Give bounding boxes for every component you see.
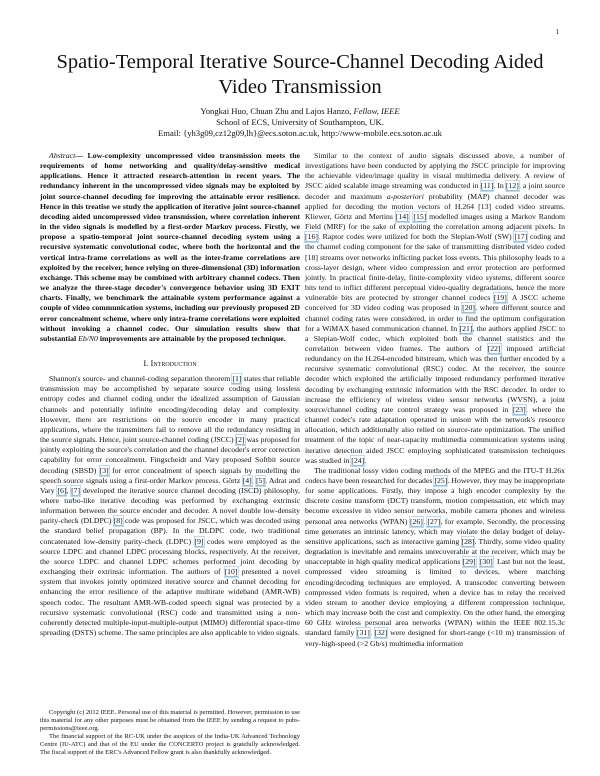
citation-link[interactable]: [31] [355, 627, 371, 640]
citation-link[interactable]: [25] [433, 475, 449, 487]
citation-link[interactable]: [29] [461, 556, 477, 569]
citation-link[interactable]: [15] [412, 210, 428, 223]
citation-link[interactable]: [16] [304, 231, 319, 244]
citation-link[interactable]: [24] [350, 454, 366, 467]
abstract-label: Abstract [49, 151, 76, 160]
emphasis: a-posteriori [386, 191, 424, 201]
citation-link[interactable]: [19] [492, 292, 508, 305]
author-names: Yongkai Huo, Chuan Zhu and Lajos Hanzo, … [200, 106, 400, 116]
citation-link[interactable]: [9] [193, 535, 205, 548]
citation-link[interactable]: [22] [486, 342, 502, 355]
affiliation: School of ECS, University of Southampton… [216, 117, 384, 127]
citation-link[interactable]: [6] [56, 484, 68, 497]
footnotes: Copyright (c) 2012 IEEE. Personal use of… [40, 709, 300, 757]
email: Email: {yh3g09,cz12g09,lh}@ecs.soton.ac.… [158, 128, 442, 138]
citation-link[interactable]: [3] [98, 464, 110, 477]
abstract: Abstract— Low-complexity uncompressed vi… [40, 151, 300, 343]
citation-link[interactable]: [30] [478, 556, 494, 569]
funding-note: The financial support of the RC-UK under… [40, 733, 300, 756]
citation-link[interactable]: [23] [511, 403, 527, 416]
citation-link[interactable]: [26] [408, 515, 424, 528]
intro-left: Shannon's source- and channel-coding sep… [40, 373, 301, 638]
math-eb-n0: Eb/N0 [78, 333, 98, 343]
citation-link[interactable]: [2] [234, 434, 246, 447]
citation-link[interactable]: [4] [241, 474, 253, 487]
fellow-title: Fellow, IEEE [353, 106, 400, 116]
intro-right: Similar to the context of audio signals … [304, 151, 566, 649]
citation-link[interactable]: [17] [513, 231, 529, 244]
citation-link[interactable]: [12] [504, 180, 520, 193]
citation-link[interactable]: [28] [460, 535, 476, 548]
author-block: Yongkai Huo, Chuan Zhu and Lajos Hanzo, … [30, 106, 570, 139]
citation-link[interactable]: [20] [461, 302, 476, 315]
paragraph: Similar to the context of audio signals … [304, 151, 566, 467]
right-column: Similar to the context of audio signals … [304, 151, 566, 649]
citation-link[interactable]: [8] [112, 515, 124, 528]
citation-link[interactable]: [32] [373, 627, 389, 640]
citation-link[interactable]: [27] [426, 515, 442, 528]
citation-link[interactable]: [7] [70, 484, 82, 497]
paragraph: Shannon's source- and channel-coding sep… [40, 373, 301, 638]
page-number: 1 [555, 28, 560, 36]
citation-link[interactable]: [10] [223, 566, 239, 579]
paragraph: The traditional lossy video coding metho… [305, 465, 565, 648]
citation-link[interactable]: [11] [479, 180, 495, 193]
section-heading: I. Introduction [143, 357, 197, 368]
paper-title: Spatio-Temporal Iterative Source-Channel… [56, 51, 544, 98]
citation-link[interactable]: [1] [231, 373, 243, 386]
copyright-note: Copyright (c) 2012 IEEE. Personal use of… [40, 709, 300, 732]
left-column: Abstract— Low-complexity uncompressed vi… [40, 151, 300, 638]
citation-link[interactable]: [14] [394, 210, 410, 223]
citation-link[interactable]: [21] [458, 322, 474, 335]
citation-link[interactable]: [5] [254, 474, 267, 487]
